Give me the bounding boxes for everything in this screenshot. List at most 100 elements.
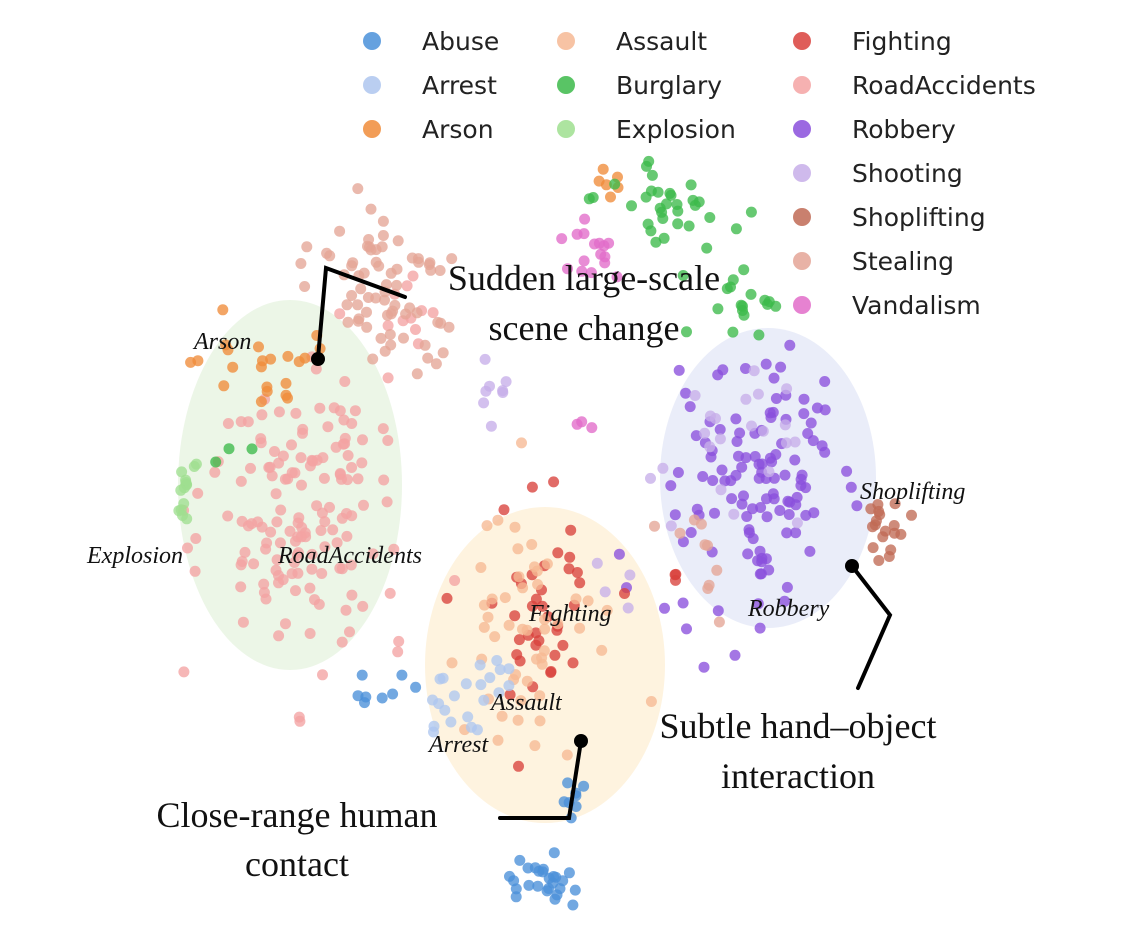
- scatter-point-fighting-518: [548, 476, 560, 488]
- scatter-point-roadaccidents-60: [182, 542, 193, 554]
- scatter-point-shoplifting-502: [873, 555, 885, 566]
- scatter-point-roadaccidents-11: [266, 470, 278, 482]
- scatter-point-robbery-424: [781, 581, 793, 593]
- scatter-point-assault-602: [517, 623, 528, 635]
- scatter-points: [173, 155, 917, 911]
- scatter-point-assault-603: [513, 571, 525, 583]
- scatter-point-shoplifting-510: [889, 527, 900, 539]
- scatter-point-robbery-406: [734, 427, 746, 439]
- scatter-point-shoplifting-499: [877, 531, 889, 543]
- scatter-point-fighting-550: [509, 610, 521, 622]
- scatter-point-roadaccidents-56: [384, 587, 396, 599]
- scatter-point-assault-596: [539, 623, 551, 635]
- scatter-point-arrest-616: [428, 726, 439, 738]
- scatter-point-roadaccidents-106: [304, 582, 316, 594]
- scatter-point-fighting-528: [564, 551, 576, 563]
- scatter-point-robbery-396: [691, 503, 703, 515]
- scatter-point-fighting-551: [526, 481, 538, 493]
- scatter-point-shooting-351: [484, 380, 495, 392]
- scatter-point-robbery-393: [805, 417, 817, 429]
- scatter-point-shooting-483: [645, 472, 656, 484]
- scatter-point-burglary-306: [664, 187, 676, 199]
- scatter-point-stealing-163: [391, 279, 403, 291]
- scatter-point-vandalism-340: [599, 251, 611, 263]
- scatter-point-fighting-533: [549, 649, 561, 661]
- scatter-point-roadaccidents-53: [222, 418, 234, 429]
- scatter-point-vandalism-327: [571, 228, 583, 240]
- scatter-point-roadaccidents-5: [352, 473, 364, 485]
- scatter-point-roadaccidents-138: [235, 416, 247, 428]
- scatter-point-burglary-281: [641, 160, 652, 172]
- scatter-point-roadaccidents-54: [306, 563, 318, 575]
- scatter-point-arson-235: [192, 355, 204, 367]
- cluster-label-roadaccidents: RoadAccidents: [277, 543, 422, 569]
- scatter-point-fighting-530: [545, 666, 557, 677]
- scatter-point-fighting-547: [567, 657, 579, 669]
- scatter-point-stealing-218: [346, 290, 358, 301]
- scatter-point-roadaccidents-40: [290, 407, 302, 419]
- scatter-point-arson-241: [253, 341, 264, 353]
- scatter-point-burglary-293: [730, 223, 742, 235]
- scatter-point-shooting-492: [779, 419, 791, 431]
- scatter-point-arrest-610: [503, 663, 515, 675]
- scatter-point-robbery-356: [790, 527, 802, 539]
- scatter-point-robbery-470: [760, 358, 772, 370]
- scatter-point-arrest-625: [475, 679, 487, 691]
- scatter-point-assault-592: [509, 521, 521, 533]
- scatter-point-burglary-307: [677, 270, 689, 281]
- scatter-point-abuse-634: [387, 688, 399, 700]
- callout-scene-change-line1: Sudden large-scale: [448, 258, 720, 298]
- callout-leader-hand-object: [850, 564, 893, 690]
- scatter-point-arson-249: [280, 389, 292, 401]
- scatter-point-assault-565: [478, 621, 490, 633]
- scatter-point-roadaccidents-135: [316, 568, 328, 579]
- legend-label-explosion: Explosion: [616, 115, 736, 144]
- scatter-point-assault-581: [526, 539, 538, 550]
- scatter-point-shooting-491: [791, 517, 803, 529]
- scatter-point-roadaccidents-127: [340, 604, 352, 616]
- scatter-point-roadaccidents-42: [367, 548, 379, 560]
- scatter-point-roadaccidents-39: [378, 474, 390, 486]
- scatter-point-robbery-379: [712, 369, 724, 381]
- scatter-point-burglary-289: [745, 206, 757, 218]
- scatter-point-roadaccidents-113: [317, 452, 329, 464]
- scatter-point-roadaccidents-132: [255, 437, 267, 449]
- scatter-point-burglary-316: [712, 303, 724, 315]
- scatter-point-roadaccidents-147: [294, 715, 306, 727]
- scatter-point-fighting-517: [513, 760, 524, 772]
- scatter-point-roadaccidents-95: [256, 409, 268, 421]
- scatter-point-robbery-456: [736, 498, 748, 510]
- scatter-point-robbery-421: [747, 503, 758, 515]
- legend-item-arrest: Arrest: [363, 71, 497, 100]
- scatter-point-assault-557: [503, 619, 515, 631]
- scatter-point-roadaccidents-88: [237, 616, 249, 628]
- scatter-point-arson-239: [280, 377, 292, 389]
- scatter-point-robbery-408: [770, 393, 782, 404]
- scatter-point-roadaccidents-31: [318, 472, 330, 484]
- scatter-point-stealing-193: [424, 257, 436, 269]
- scatter-point-arrest-612: [474, 659, 486, 671]
- legend-item-arson: Arson: [363, 115, 494, 144]
- scatter-point-roadaccidents-34: [306, 548, 318, 560]
- legend-marker-robbery: [793, 120, 811, 138]
- legend-item-roadaccidents: RoadAccidents: [793, 71, 1036, 100]
- scatter-point-roadaccidents-76: [349, 405, 361, 417]
- scatter-point-robbery-458: [730, 413, 742, 425]
- scatter-point-roadaccidents-85: [327, 524, 339, 536]
- scatter-point-burglary-317: [738, 309, 750, 321]
- callout-anchor-hand-object: [845, 559, 859, 573]
- scatter-point-stealing-228: [364, 241, 375, 253]
- scatter-point-robbery-442: [736, 461, 748, 473]
- scatter-point-roadaccidents-45: [388, 543, 400, 555]
- scatter-point-stealing-199: [361, 306, 372, 318]
- scatter-point-shooting-493: [763, 466, 775, 478]
- scatter-point-shoplifting-509: [867, 542, 879, 554]
- scatter-point-arrest-619: [491, 655, 503, 666]
- scatter-point-abuse-641: [567, 899, 579, 911]
- scatter-point-explosion-268: [175, 484, 187, 496]
- scatter-point-stealing-675: [674, 527, 686, 539]
- scatter-point-robbery-363: [726, 493, 738, 505]
- scatter-point-burglary-309: [727, 326, 739, 338]
- scatter-point-abuse-654: [523, 879, 535, 891]
- scatter-point-stealing-220: [334, 225, 346, 237]
